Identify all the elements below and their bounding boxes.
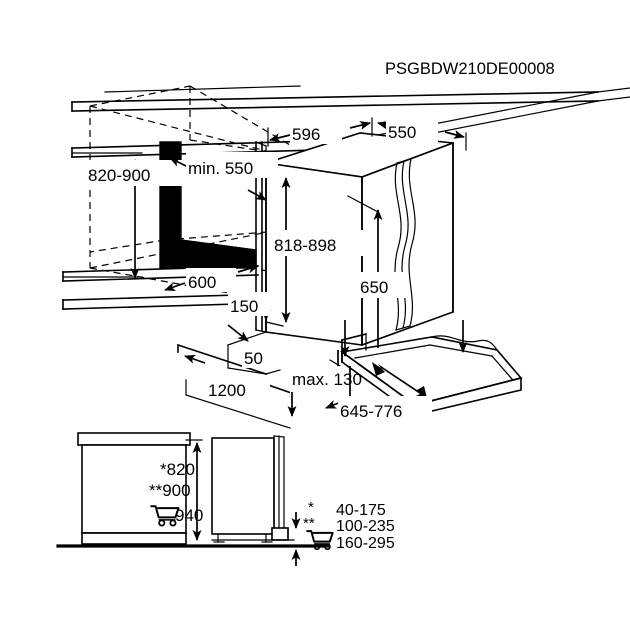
dim-label-appliance-width: 596 <box>292 125 320 144</box>
dim-appliance-height: 818-898 <box>272 177 378 323</box>
dim-label-niche-height: 820-900 <box>88 166 150 185</box>
dim-appliance-width: 596 <box>267 117 373 147</box>
shopping-trolley-icon <box>150 505 180 527</box>
dim-label-door-height: 650 <box>360 278 388 297</box>
legend-cart-value: 160-295 <box>336 535 395 552</box>
dim-label-door-clearance-line1: max. 130 <box>292 370 362 389</box>
dim-door-open-depth: 645-776 <box>287 366 432 422</box>
dim-floor-span: 1200 <box>184 355 301 401</box>
dim-niche-width: 600 <box>164 264 259 292</box>
dim-label-door-open-depth: 645-776 <box>340 402 402 421</box>
dim-label-appliance-depth: 550 <box>388 123 416 142</box>
dim-label-plinth-height: 150 <box>230 297 258 316</box>
door-swing-arrow <box>372 362 428 402</box>
legend-one-star-symbol: * <box>308 499 314 516</box>
dim-label-worktop-cart: 940 <box>175 506 203 525</box>
dim-appliance-depth: 550 <box>377 118 467 151</box>
elevation-views: *820 **900 940 * 40-175 ** 100-235 <box>56 432 395 566</box>
hose-wavy-lines <box>394 158 416 331</box>
legend-one-star-value: 40-175 <box>336 502 386 519</box>
drawing-title: PSGBDW210DE00008 <box>385 60 555 78</box>
dim-foot-offset: 50 <box>227 324 276 368</box>
floor-outline <box>176 343 291 429</box>
dim-label-appliance-height: 818-898 <box>274 236 336 255</box>
dim-label-foot-offset: 50 <box>244 349 263 368</box>
dim-label-niche-depth: min. 550 <box>188 159 253 178</box>
dim-plinth-height: 150 <box>228 288 284 327</box>
front-elevation <box>77 432 191 545</box>
dim-label-floor-span: 1200 <box>208 381 246 400</box>
dim-label-niche-width: 600 <box>188 273 216 292</box>
side-elevation <box>211 435 295 543</box>
dim-niche-depth: min. 550 <box>169 152 278 201</box>
legend: * 40-175 ** 100-235 160-295 <box>303 499 395 552</box>
dim-door-height: 650 <box>347 195 406 348</box>
dim-worktop-heights: *820 **900 940 <box>149 439 203 541</box>
perspective-view: 820-900 min. 550 600 596 <box>62 85 630 429</box>
legend-shopping-trolley-icon <box>306 530 334 551</box>
legend-two-star-symbol: ** <box>303 515 315 532</box>
dim-label-worktop-one-star: *820 <box>160 460 195 479</box>
legend-two-star-value: 100-235 <box>336 518 395 535</box>
dim-label-worktop-two-star: **900 <box>149 481 191 500</box>
